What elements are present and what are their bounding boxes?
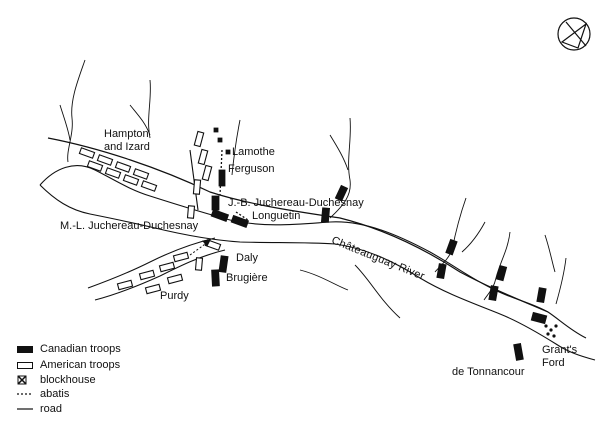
label-longuetin: Longuetin — [252, 210, 301, 222]
label-jb-juchereau: J.-B. Juchereau-Duchesnay — [228, 197, 364, 209]
label-grants-ford: Grant's Ford — [542, 344, 578, 369]
legend-road-label: road — [40, 403, 63, 415]
compass-rose-icon — [557, 17, 591, 51]
label-hampton-izard: Hampton and Izard — [104, 128, 150, 153]
streams — [59, 59, 567, 319]
legend-canadian-label: Canadian troops — [40, 343, 121, 355]
road-icon — [17, 408, 33, 410]
canadian-troops — [210, 127, 548, 361]
label-ferguson: Ferguson — [228, 163, 275, 175]
legend-abatis-label: abatis — [40, 388, 70, 400]
label-de-tonnancour: de Tonnancour — [452, 366, 525, 378]
american-troops-icon — [17, 362, 33, 369]
legend-american-label: American troops — [40, 359, 121, 371]
american-troops — [78, 130, 222, 295]
road-branch — [189, 149, 199, 211]
legend-blockhouse-label: blockhouse — [40, 374, 96, 386]
canadian-troops-icon — [17, 346, 33, 353]
road — [47, 137, 549, 313]
abatis-lines — [219, 149, 249, 221]
label-purdy: Purdy — [160, 290, 189, 302]
grants-ford-marks — [544, 324, 558, 338]
river-banks — [39, 165, 596, 361]
label-daly: Daly — [236, 252, 259, 264]
blockhouse-icon — [17, 375, 27, 385]
label-brugiere: Brugière — [226, 272, 268, 284]
abatis-icon — [17, 393, 33, 395]
label-ml-juchereau: M.-L. Juchereau-Duchesnay — [60, 220, 199, 232]
label-lamothe: Lamothe — [232, 146, 275, 158]
daly-arrow — [189, 239, 211, 256]
